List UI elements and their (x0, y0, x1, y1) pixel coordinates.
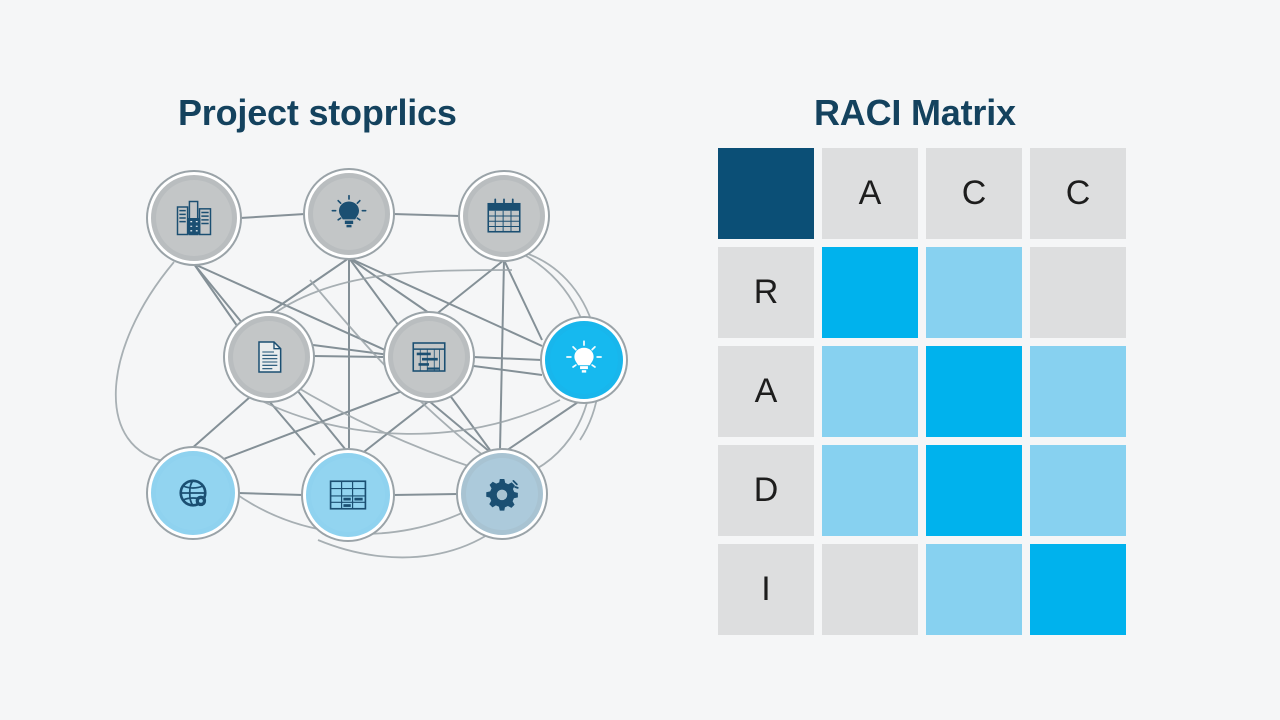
matrix-cell[interactable] (926, 445, 1022, 536)
matrix-title: RACI Matrix (814, 92, 1016, 133)
matrix-cell[interactable] (926, 247, 1022, 338)
matrix-row-label[interactable]: R (718, 247, 814, 338)
node-ring (393, 321, 465, 393)
matrix-row-label[interactable]: A (718, 346, 814, 437)
network-node-gear[interactable] (458, 450, 546, 538)
matrix-cell[interactable] (926, 544, 1022, 635)
matrix-row-label[interactable]: I (718, 544, 814, 635)
gear-icon (486, 479, 519, 511)
table-icon (329, 480, 367, 510)
matrix-grid: A C C R A D I (718, 148, 1126, 635)
matrix-cell[interactable] (822, 445, 918, 536)
network-node-table[interactable] (303, 450, 393, 540)
network-node-buildings[interactable] (148, 172, 240, 264)
matrix-corner-cell[interactable] (718, 148, 814, 239)
lightbulb-icon (331, 194, 367, 228)
matrix-cell[interactable] (926, 346, 1022, 437)
network-diagram (60, 150, 630, 580)
raci-matrix: A C C R A D I (718, 148, 1126, 635)
network-node-gantt[interactable] (385, 313, 473, 401)
buildings-icon (176, 200, 212, 236)
matrix-cell[interactable] (822, 247, 918, 338)
matrix-header-cell[interactable]: C (1030, 148, 1126, 239)
lightbulb-icon (566, 340, 602, 373)
network-node-globe-gear[interactable] (148, 448, 238, 538)
calendar-icon (487, 198, 521, 233)
matrix-cell[interactable] (1030, 544, 1126, 635)
matrix-cell[interactable] (1030, 247, 1126, 338)
matrix-cell[interactable] (1030, 346, 1126, 437)
node-ring (311, 458, 385, 532)
matrix-cell[interactable] (1030, 445, 1126, 536)
matrix-header-cell[interactable]: C (926, 148, 1022, 239)
matrix-cell[interactable] (822, 544, 918, 635)
globe-gear-icon (179, 479, 207, 507)
matrix-cell[interactable] (822, 346, 918, 437)
network-edges (114, 213, 601, 559)
document-icon (258, 341, 282, 373)
network-node-idea[interactable] (305, 170, 393, 258)
network-node-highlighted-idea[interactable] (542, 318, 626, 402)
gantt-chart-icon (412, 342, 446, 372)
matrix-header-cell[interactable]: A (822, 148, 918, 239)
network-node-document[interactable] (225, 313, 313, 401)
network-node-calendar[interactable] (460, 172, 548, 260)
matrix-row-label[interactable]: D (718, 445, 814, 536)
network-diagram-title: Project stoprlics (178, 92, 457, 133)
